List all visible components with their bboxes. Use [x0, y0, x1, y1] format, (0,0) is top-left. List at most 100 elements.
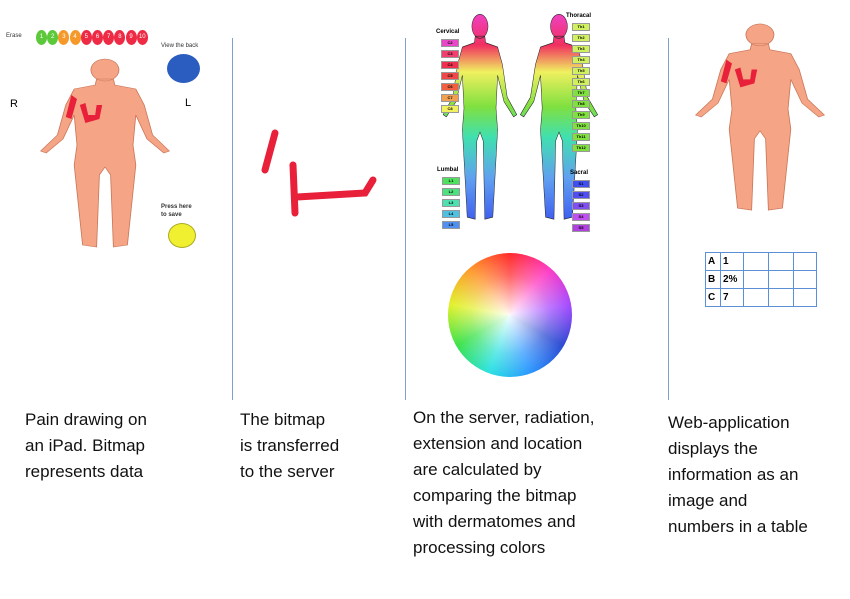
table-cell: C — [705, 288, 721, 307]
divider — [405, 38, 406, 400]
dermatome-tag: C4 — [441, 61, 459, 69]
dermatome-tag: S2 — [572, 191, 590, 199]
dermatome-tag: Th2 — [572, 34, 590, 42]
caption-line: with dermatomes and — [413, 512, 576, 531]
left-side-label: L — [185, 97, 192, 109]
split-gap — [517, 0, 520, 230]
dermatome-tag: C2 — [441, 39, 459, 47]
caption-panel3: On the server, radiation, extension and l… — [413, 405, 594, 561]
color-wheel — [448, 253, 572, 377]
caption-line: information as an — [668, 465, 799, 484]
table-cell — [793, 270, 817, 289]
caption-line: an iPad. Bitmap — [25, 436, 146, 455]
save-label-line: Press here — [161, 204, 192, 210]
caption-line: numbers in a table — [668, 517, 808, 536]
table-cell — [793, 288, 817, 307]
caption-line: The bitmap — [240, 410, 326, 429]
dermatome-tag: C7 — [441, 94, 459, 102]
table-cell — [743, 288, 769, 307]
dermatome-tag: C3 — [441, 50, 459, 58]
dermatome-tag: S3 — [572, 202, 590, 210]
caption-line: represents data — [25, 462, 144, 481]
group-label: Lumbal — [437, 167, 459, 173]
table-cell — [768, 252, 794, 271]
table-cell: 1 — [720, 252, 744, 271]
dermatome-tag: C6 — [441, 83, 459, 91]
dermatome-tag: Th11 — [572, 133, 590, 141]
pain-level-button[interactable]: 10 — [136, 30, 148, 45]
pain-level-button[interactable]: 5 — [80, 30, 92, 45]
body-figure[interactable] — [35, 55, 175, 255]
save-button[interactable] — [168, 223, 196, 248]
caption-panel4: Web-application displays the information a… — [668, 410, 808, 540]
dermatome-tag: Th12 — [572, 144, 590, 152]
caption-panel1: Pain drawing on an iPad. Bitmap represents… — [25, 407, 147, 485]
bitmap-drawing — [261, 129, 377, 217]
caption-line: On the server, radiation, — [413, 408, 595, 427]
table-cell: 2% — [720, 270, 744, 289]
dermatome-tag: L3 — [442, 199, 460, 207]
dermatome-tag: C5 — [441, 72, 459, 80]
pain-marking — [65, 95, 103, 123]
dermatome-tag: Th1 — [572, 23, 590, 31]
group-label: Cervical — [436, 29, 460, 35]
dermatome-tag: L1 — [442, 177, 460, 185]
table-cell — [768, 288, 794, 307]
table-cell: 7 — [720, 288, 744, 307]
dermatome-tag: S1 — [572, 180, 590, 188]
divider — [232, 38, 233, 400]
dermatome-tag: Th5 — [572, 67, 590, 75]
divider — [668, 38, 669, 400]
pain-level-button[interactable]: 1 — [36, 30, 47, 45]
table-cell — [743, 252, 769, 271]
table-cell: A — [705, 252, 721, 271]
dermatome-tag: L2 — [442, 188, 460, 196]
view-back-button[interactable] — [167, 54, 200, 83]
dermatome-tag: S5 — [572, 224, 590, 232]
caption-line: displays the — [668, 439, 758, 458]
dermatome-tag: S4 — [572, 213, 590, 221]
caption-line: image and — [668, 491, 748, 510]
pain-level-button[interactable]: 7 — [103, 30, 115, 45]
caption-line: to the server — [240, 462, 335, 481]
pain-level-button[interactable]: 4 — [69, 30, 81, 45]
table-cell — [768, 270, 794, 289]
caption-line: extension and location — [413, 434, 583, 453]
dermatome-tag: C8 — [441, 105, 459, 113]
pain-level-button[interactable]: 2 — [47, 30, 59, 45]
pain-level-button[interactable]: 3 — [58, 30, 70, 45]
caption-line: is transferred — [240, 436, 340, 455]
dermatome-tag: Th4 — [572, 56, 590, 64]
dermatome-tag: L5 — [442, 221, 460, 229]
right-side-label: R — [10, 98, 18, 110]
dermatome-tag: Th10 — [572, 122, 590, 130]
dermatome-tag: Th7 — [572, 89, 590, 97]
table-cell — [793, 252, 817, 271]
caption-line: comparing the bitmap — [413, 486, 577, 505]
dermatome-tag: Th6 — [572, 78, 590, 86]
pain-level-button[interactable]: 9 — [125, 30, 137, 45]
caption-line: are calculated by — [413, 460, 542, 479]
dermatome-tag: L4 — [442, 210, 460, 218]
save-label-line: to save — [161, 212, 182, 218]
caption-panel2: The bitmap is transferred to the server — [240, 407, 339, 485]
group-label: Thoracal — [566, 13, 592, 19]
pain-level-button[interactable]: 6 — [92, 30, 103, 45]
caption-line: Pain drawing on — [25, 410, 147, 429]
group-label: Sacral — [570, 170, 589, 176]
pain-level-button[interactable]: 8 — [114, 30, 126, 45]
erase-button[interactable]: Erase — [6, 33, 22, 39]
dermatome-tag: Th3 — [572, 45, 590, 53]
caption-line: Web-application — [668, 413, 790, 432]
save-label: Press here to save — [161, 203, 192, 219]
caption-line: processing colors — [413, 538, 546, 557]
